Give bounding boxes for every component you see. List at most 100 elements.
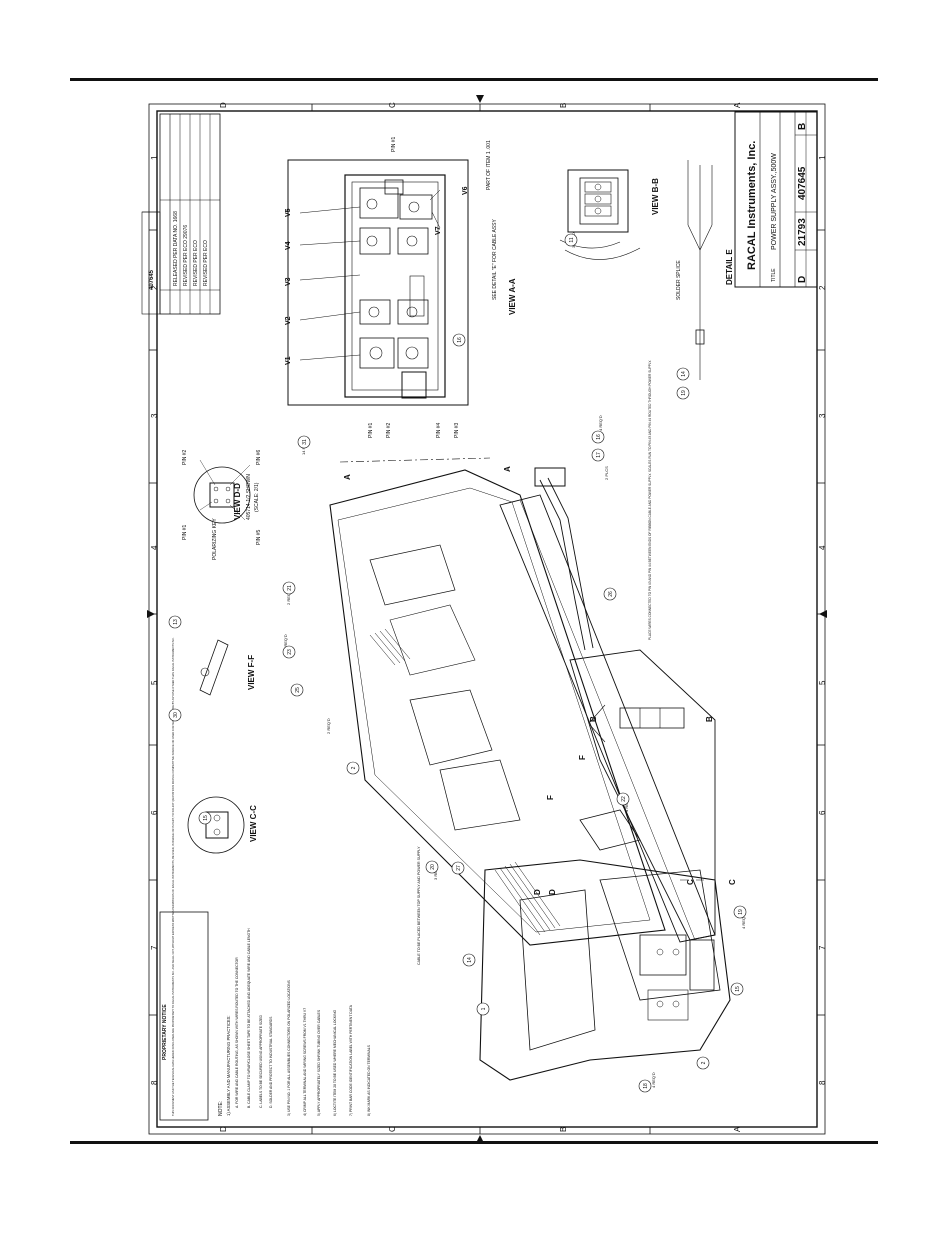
company-name: RACAL Instruments, Inc. <box>746 141 758 270</box>
revision-row-3: REVISED PER ECO <box>193 240 199 286</box>
drawing-frame <box>148 103 826 1135</box>
zone-left-7: 7 <box>150 945 159 950</box>
zone-right-7: 7 <box>818 945 827 950</box>
req-4-c: 4 REQ'D <box>651 1072 656 1088</box>
proprietary-body: THIS DOCUMENT AND THE TECHNICAL DATA HER… <box>171 637 175 1116</box>
note-b: B. CABLE CLAMP TO WRAP/CLOSE SHEET TAPE … <box>247 928 251 1108</box>
revision-row-4: REVISED PER ECO <box>203 240 209 286</box>
solder-splice-label: SOLDER SPLICE <box>676 260 682 300</box>
plcs-2: 2 PLCS <box>604 466 609 480</box>
revision-block: 407645 RELEASED PER DATA NO. 1668 REVISE… <box>141 113 221 315</box>
balloon-23: 23 <box>287 649 293 655</box>
dd-pin1: PIN #1 <box>182 524 188 540</box>
note-a: A. FOR WIRE AND CABLE ROUTING, AS SHOWN … <box>235 957 239 1108</box>
detail-e-title: DETAIL E <box>725 249 734 285</box>
zone-left-6: 6 <box>150 810 159 815</box>
zone-left-8: 8 <box>150 1080 159 1085</box>
zone-right-4: 4 <box>818 545 827 550</box>
balloon-19: 19 <box>738 909 744 915</box>
balloon-11: 11 <box>569 237 575 242</box>
rev-letter: B <box>797 123 808 130</box>
dd-pin5: PIN #5 <box>256 529 262 545</box>
zone-right-8: 8 <box>818 1080 827 1085</box>
cable-placed-note: CABLE TO BE PLACED BETWEEN TOP SUPPLY AN… <box>417 846 421 965</box>
zone-bottom-b: B <box>559 1127 568 1132</box>
label-v3: V3 <box>285 277 292 286</box>
balloon-14-a: 14 <box>681 371 687 377</box>
zone-right-5: 5 <box>818 680 827 685</box>
zone-arrows <box>147 95 827 1143</box>
label-v2: V2 <box>285 316 292 325</box>
balloon-1: 1 <box>481 1007 487 1010</box>
req-2-b: 2 REQ'D <box>283 634 288 650</box>
balloon-22: 22 <box>621 796 627 802</box>
view-d-d <box>193 459 251 524</box>
view-a-a-title: VIEW A-A <box>508 278 517 315</box>
view-c-c <box>187 796 245 854</box>
zone-top-d: D <box>219 102 228 108</box>
zone-right-3: 3 <box>818 413 827 418</box>
balloon-31: 31 <box>302 439 308 445</box>
zone-bottom-c: C <box>388 1126 397 1132</box>
note-5: 5) APPLY APPROPRIATELY SIZED SHRINK TUBI… <box>317 1009 321 1116</box>
label-v7: V7 <box>435 226 442 235</box>
view-f-f-title: VIEW F-F <box>247 655 256 690</box>
bottom-rule <box>70 1141 878 1144</box>
polarizing-key: POLARIZING KEY <box>212 518 218 560</box>
balloon-20: 20 <box>430 864 436 870</box>
label-v1: V1 <box>285 356 292 365</box>
pin4-label: PIN #4 <box>436 422 442 438</box>
section-a-bottom: A <box>503 466 512 472</box>
zone-left-1: 1 <box>150 155 159 160</box>
label-v6: V6 <box>462 186 469 195</box>
zone-top-a: A <box>733 102 742 108</box>
balloon-15-b: 15 <box>735 986 741 992</box>
pin1-label: PIN #1 <box>368 422 374 438</box>
pin1-label-top: PIN #1 <box>391 136 397 152</box>
dwg-number: 407645 <box>797 166 808 200</box>
size-value: D <box>797 276 808 283</box>
zone-right-1: 1 <box>818 155 827 160</box>
balloon-30: 30 <box>173 712 179 718</box>
zone-bottom-a: A <box>733 1126 742 1132</box>
balloon-15: 15 <box>203 815 209 821</box>
revision-dwg-no: 407645 <box>149 269 155 290</box>
zone-top-b: B <box>559 103 568 108</box>
section-a-top: A <box>343 474 352 480</box>
view-c-c-title: VIEW C-C <box>249 805 258 842</box>
note-header: NOTE: <box>218 1101 224 1116</box>
balloon-27: 27 <box>456 865 462 871</box>
proprietary-title: PROPRIETARY NOTICE <box>162 1004 168 1060</box>
balloon-25: 25 <box>295 687 301 693</box>
title-block <box>734 111 818 288</box>
pin2-label: PIN #2 <box>386 422 392 438</box>
note-d: D. SOLDER AND PROTECT TO INDUSTRIAL STAN… <box>269 1016 273 1108</box>
req-2-a: 2 REQ'D <box>286 589 291 605</box>
top-rule <box>70 78 878 81</box>
balloon-21: 21 <box>287 585 293 591</box>
balloon-2: 2 <box>351 766 357 769</box>
balloon-26: 26 <box>608 591 614 597</box>
label-v4: V4 <box>285 241 292 250</box>
see-detail-note: SEE DETAIL "E" FOR CABLE ASSY <box>492 219 498 300</box>
note-7: 7) PRINT BAR CODE IDENTIFICATION LABEL W… <box>349 1004 353 1116</box>
main-assembly <box>329 457 731 1081</box>
revision-row-1: RELEASED PER DATA NO. 1668 <box>173 211 179 286</box>
balloon-13: 13 <box>173 619 179 625</box>
balloon-17: 17 <box>596 452 602 458</box>
zone-left-5: 5 <box>150 680 159 685</box>
item-balloons <box>168 233 747 1093</box>
cage-code: 21793 <box>797 218 808 246</box>
zone-left-2: 2 <box>150 285 159 290</box>
part-of-item-note: PART OF ITEM 1 .001 <box>486 140 492 190</box>
detail-e <box>687 160 713 380</box>
place-wires-note: PLACE WIRES CONNECTED TO PIN #3 AND PIN … <box>648 360 652 640</box>
section-d-left: D <box>533 889 542 895</box>
view-b-b <box>559 169 641 260</box>
view-d-d-title: VIEW D-D <box>233 483 242 520</box>
title-label: TITLE <box>771 268 777 282</box>
zone-left-3: 3 <box>150 413 159 418</box>
zone-right-6: 6 <box>818 810 827 815</box>
req-4-d: 4 REQ'D <box>598 415 603 431</box>
